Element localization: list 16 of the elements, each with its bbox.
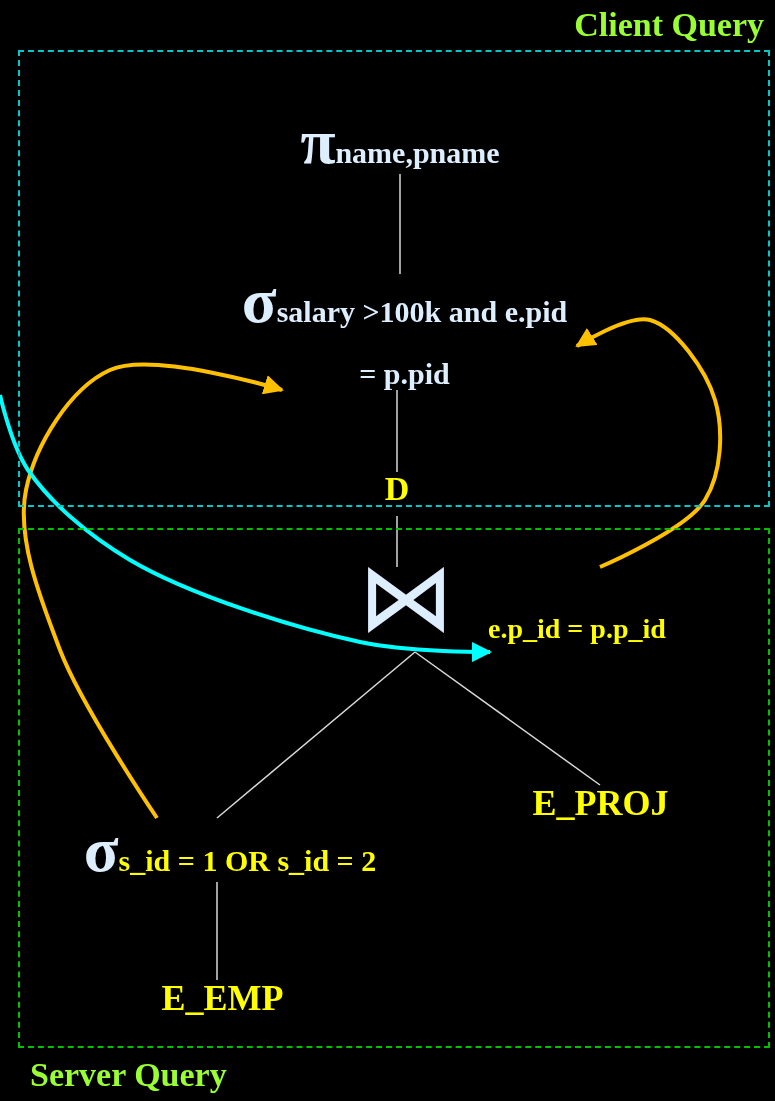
relation-label: E_EMP: [145, 980, 300, 1026]
tree-line: [216, 881, 218, 981]
tree-line: [396, 389, 398, 473]
arrow: [575, 317, 723, 569]
tree-line: [396, 515, 398, 568]
region-title: Server Query: [30, 1056, 227, 1094]
region-title: Client Query: [574, 6, 764, 44]
join-symbol: ⋈: [358, 545, 454, 651]
arrow: [21, 362, 284, 820]
arrow: [0, 394, 492, 662]
relation-label: E_PROJ: [518, 785, 683, 831]
operator-label: D: [378, 472, 416, 516]
join-condition: e.p_id = p.p_id: [488, 613, 666, 645]
tree-line: [414, 651, 601, 786]
tree-line: [399, 173, 401, 275]
tree-line: [216, 651, 416, 819]
